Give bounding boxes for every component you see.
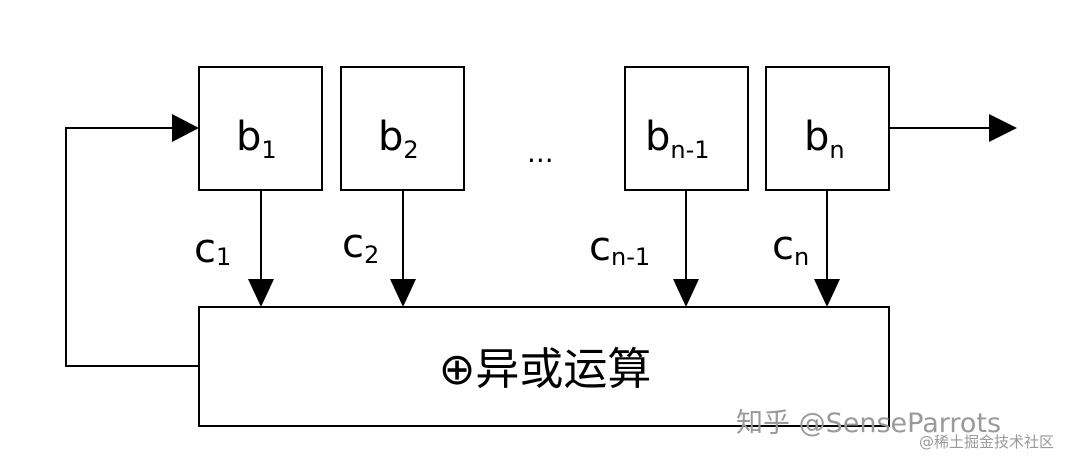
register-box-1 xyxy=(198,66,323,191)
register-label-1-sub: 1 xyxy=(261,136,276,164)
register-label-n-minus-1-sub: n-1 xyxy=(670,136,709,164)
tap-arrowhead-1 xyxy=(248,279,274,307)
coefficient-label-2: c2 xyxy=(342,221,379,269)
output-arrowhead xyxy=(989,114,1017,142)
coefficient-label-1-base: c xyxy=(194,226,216,272)
coefficient-label-n-sub: n xyxy=(794,243,809,271)
coefficient-label-n-minus-1-base: c xyxy=(589,224,611,270)
xor-block xyxy=(198,306,890,427)
coefficient-label-n-base: c xyxy=(772,223,794,269)
tap-arrowhead-n xyxy=(814,279,840,307)
coefficient-label-n: cn xyxy=(772,223,809,271)
coefficient-label-2-base: c xyxy=(342,221,364,267)
tap-arrowhead-2 xyxy=(390,279,416,307)
tap-arrowhead-n-minus-1 xyxy=(673,279,699,307)
register-box-n xyxy=(765,66,890,191)
register-label-1-base: b xyxy=(236,114,261,160)
register-label-1: b1 xyxy=(236,114,277,164)
register-label-2: b2 xyxy=(378,114,419,164)
register-label-2-sub: 2 xyxy=(403,136,418,164)
register-label-n-sub: n xyxy=(829,136,844,164)
zhihu-watermark: 知乎 @SenseParrots xyxy=(736,408,1001,439)
coefficient-label-2-sub: 2 xyxy=(364,241,379,269)
feedback-arrowhead xyxy=(172,114,199,142)
xor-block-label: ⊕异或运算 xyxy=(439,344,652,395)
register-label-n-minus-1-base: b xyxy=(645,114,670,160)
register-label-n-base: b xyxy=(804,114,829,160)
coefficient-label-n-minus-1: cn-1 xyxy=(589,224,650,271)
coefficient-label-1: c1 xyxy=(194,226,231,272)
register-box-2 xyxy=(340,66,465,191)
register-label-n-minus-1: bn-1 xyxy=(645,114,710,164)
coefficient-label-1-sub: 1 xyxy=(216,243,231,271)
feedback-line xyxy=(65,127,199,367)
register-label-n: bn xyxy=(804,114,845,164)
juejin-watermark: @稀土掘金技术社区 xyxy=(919,433,1054,451)
register-label-2-base: b xyxy=(378,114,403,160)
register-ellipsis: ... xyxy=(527,136,554,169)
register-box-n-minus-1 xyxy=(624,66,749,191)
coefficient-label-n-minus-1-sub: n-1 xyxy=(611,243,650,271)
